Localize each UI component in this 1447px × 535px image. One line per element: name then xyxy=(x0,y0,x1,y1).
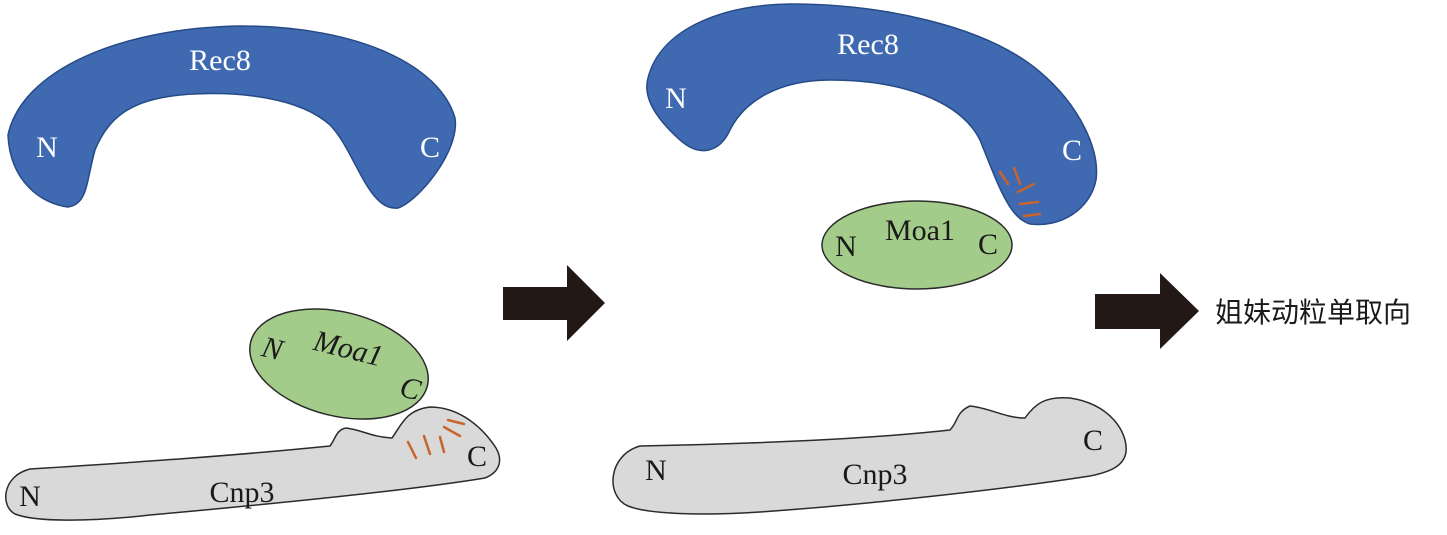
right-moa1-label: Moa1 xyxy=(885,214,955,247)
left-moa1-shape xyxy=(249,308,429,420)
right-arrow-icon xyxy=(1095,273,1199,349)
right-cnp3-label: Cnp3 xyxy=(842,458,907,491)
right-cnp3-c-label: C xyxy=(1083,424,1103,457)
left-cnp3-c-label: C xyxy=(467,440,487,473)
right-rec8-label: Rec8 xyxy=(837,28,899,61)
left-panel: Rec8 N C N Cnp3 C N Moa1 C xyxy=(5,25,501,521)
left-cnp3-label: Cnp3 xyxy=(209,476,274,509)
right-cnp3-shape xyxy=(612,396,1127,515)
right-moa1-n-label: N xyxy=(835,230,857,263)
left-rec8-c-label: C xyxy=(420,131,440,164)
left-rec8-n-label: N xyxy=(36,131,58,164)
left-rec8-label: Rec8 xyxy=(189,44,251,77)
right-panel: Rec8 N C N Moa1 C N Cnp3 C xyxy=(612,3,1127,515)
right-rec8-c-label: C xyxy=(1062,134,1082,167)
right-rec8-n-label: N xyxy=(665,82,687,115)
left-cnp3-n-label: N xyxy=(19,480,41,513)
interaction-tick-icon xyxy=(998,166,1042,218)
interaction-tick-icon xyxy=(406,418,466,460)
right-arrow-icon xyxy=(503,265,605,341)
left-rec8-shape xyxy=(7,25,457,209)
outcome-label: 姐妹动粒单取向 xyxy=(1215,296,1411,329)
right-cnp3-n-label: N xyxy=(645,454,667,487)
left-cnp3-shape xyxy=(5,406,501,521)
right-moa1-c-label: C xyxy=(978,228,998,261)
right-moa1-shape xyxy=(821,200,1013,290)
right-rec8-shape xyxy=(646,3,1098,226)
